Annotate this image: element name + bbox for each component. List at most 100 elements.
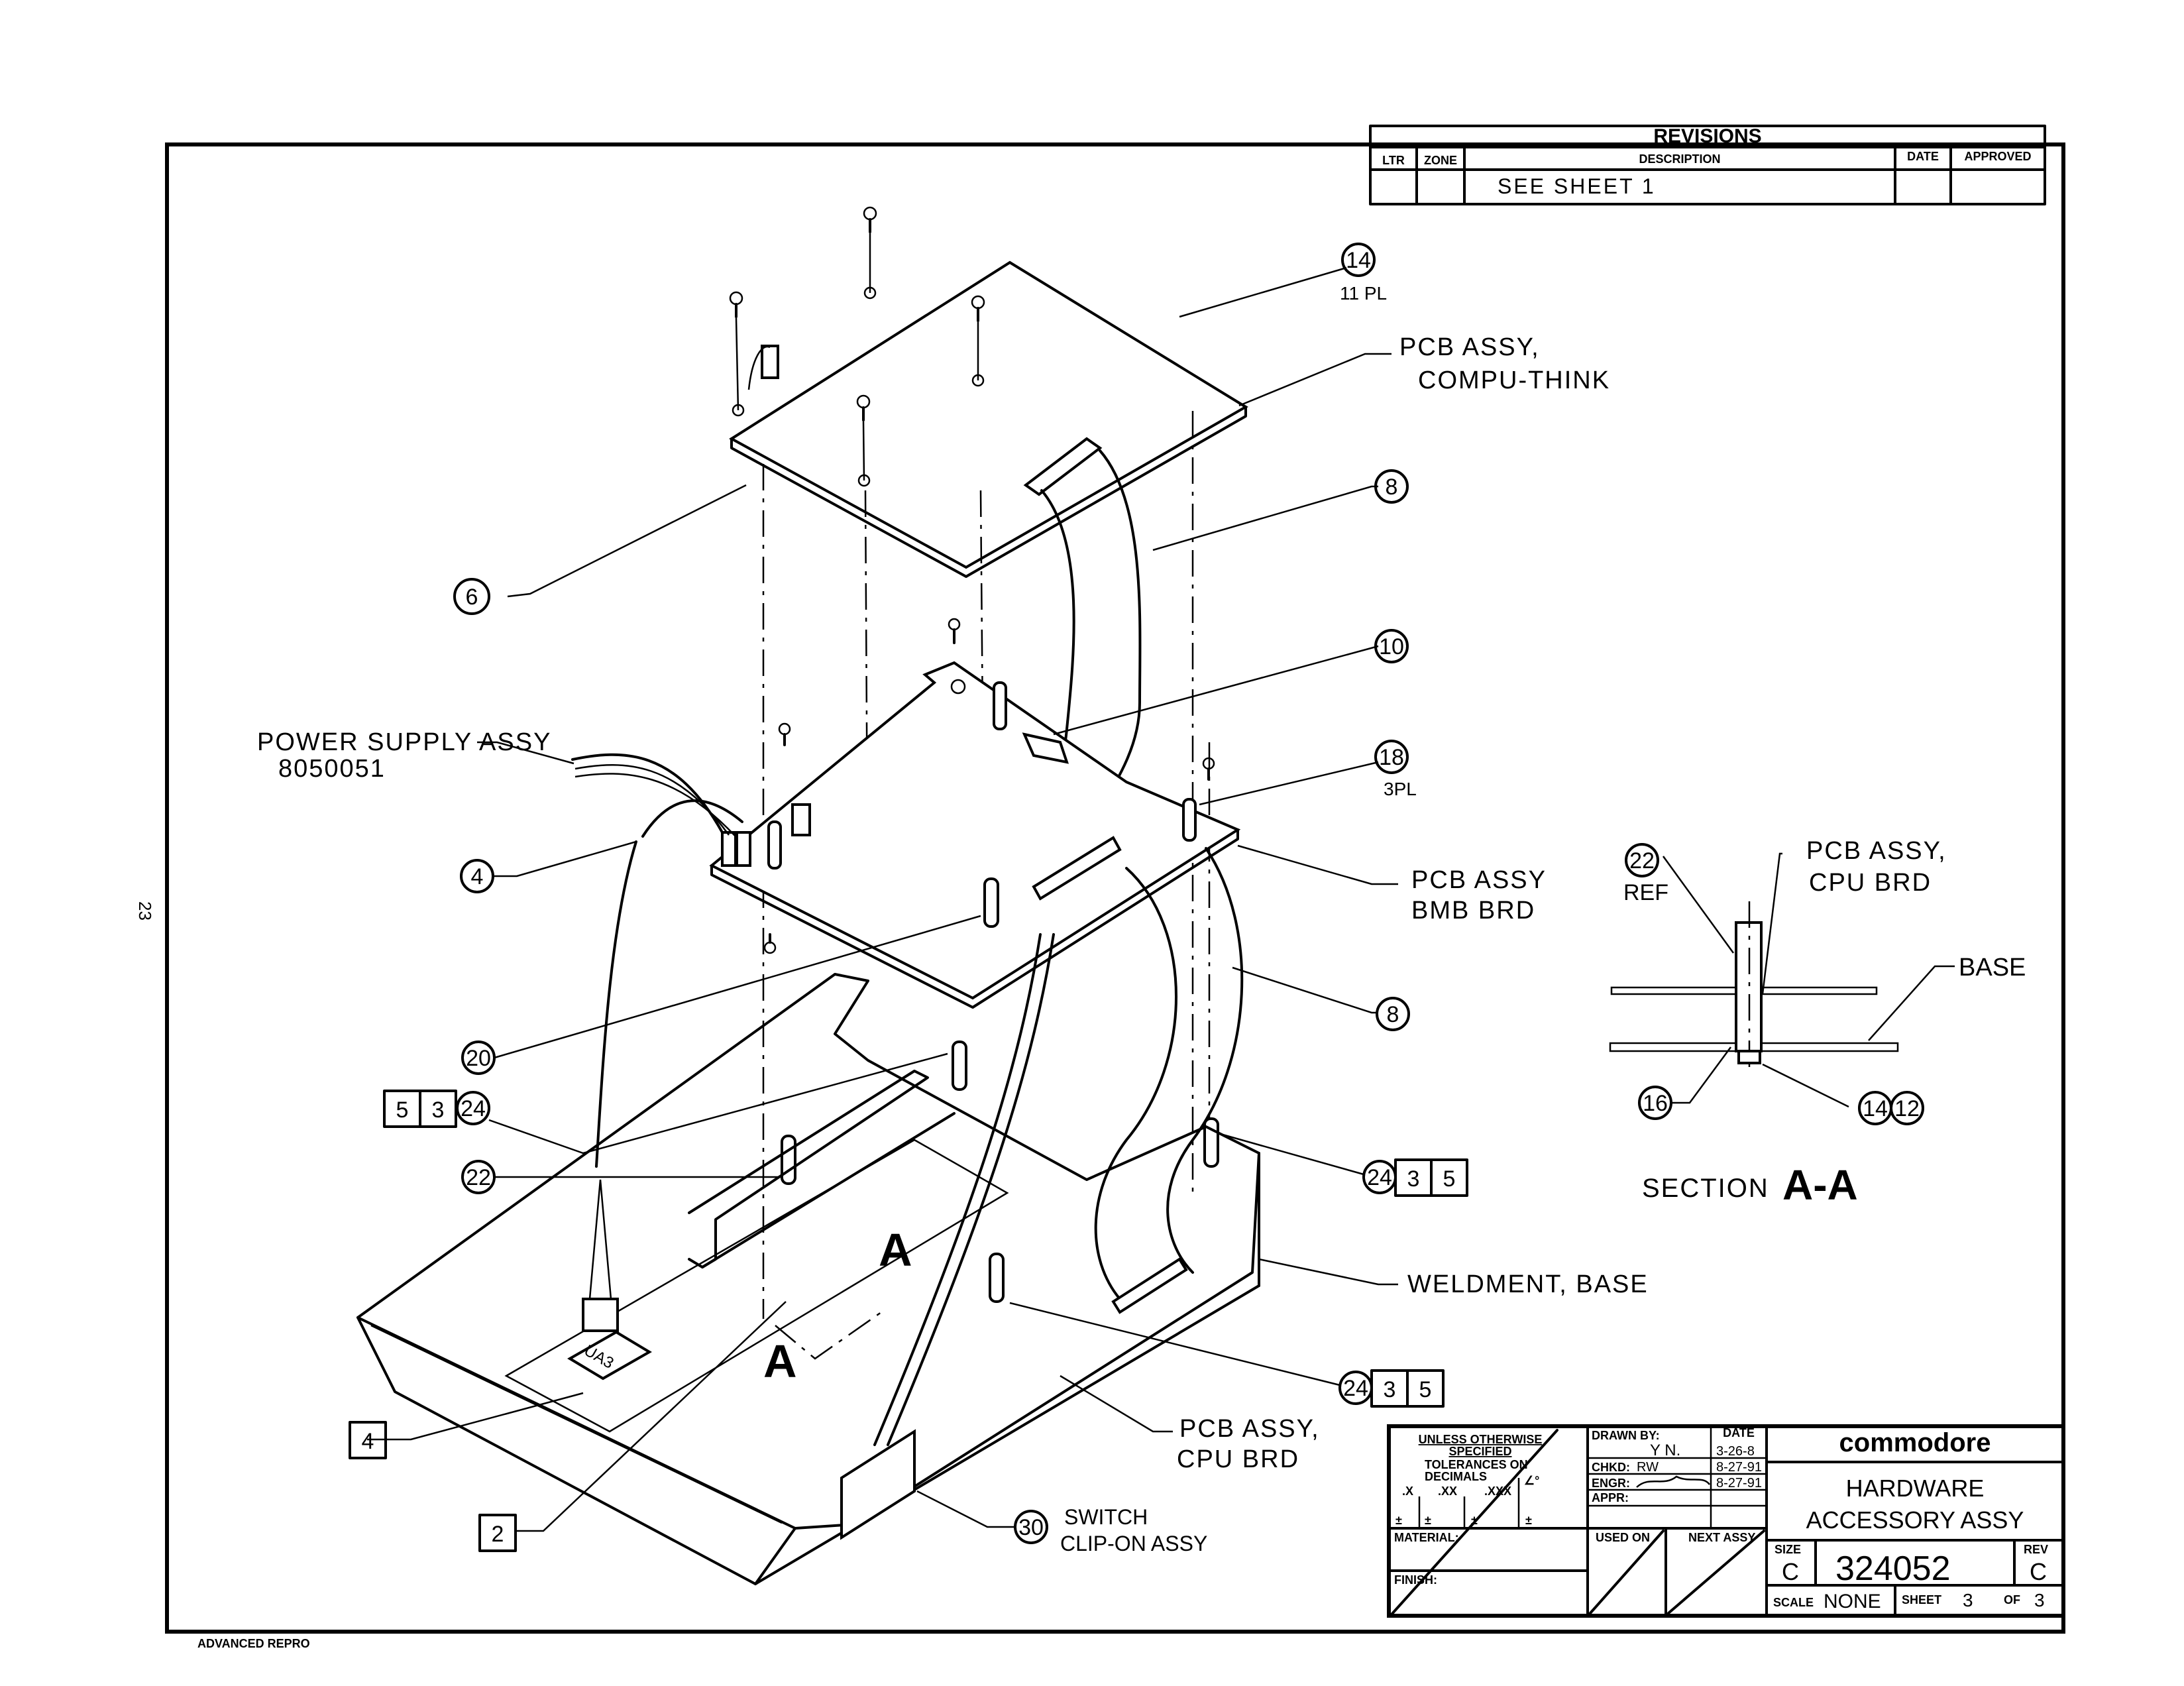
svg-text:22: 22 [466,1165,491,1190]
section-a-a-view: 22 REF PCB ASSY, CPU BRD BASE 16 14 12 S… [1609,837,2026,1209]
item-balloon [1374,629,1409,663]
find-number-box [349,1421,387,1459]
drawn-by: Y N. [1650,1441,1680,1459]
label-pcb-cpu-brd: PCB ASSY, [1179,1415,1320,1443]
checked-by: RW [1637,1460,1659,1475]
svg-text:.XX: .XX [1438,1485,1457,1498]
revisions-table: REVISIONS LTR ZONE DESCRIPTION DATE APPR… [1369,125,2046,205]
svg-text:3PL: 3PL [1384,779,1417,799]
screw-icon [729,291,743,411]
svg-text:14: 14 [1346,248,1371,273]
svg-text:∠°: ∠° [1524,1474,1539,1487]
rev-header-description: DESCRIPTION [1639,152,1720,166]
screw-icon [863,206,877,293]
revisions-title: REVISIONS [1653,125,1761,147]
rev-header-zone: ZONE [1424,154,1457,167]
rev-header-date: DATE [1907,150,1939,163]
label-weldment-base: WELDMENT, BASE [1407,1270,1649,1298]
section-title: SECTION [1642,1174,1769,1203]
standoff [989,1253,1005,1303]
svg-text:CPU BRD: CPU BRD [1809,869,1932,897]
drawing-border [165,142,2065,1634]
svg-text:3: 3 [432,1097,445,1123]
section-title-letters: A-A [1782,1161,1858,1209]
svg-text:30: 30 [1018,1515,1044,1540]
svg-text:.XXX: .XXX [1484,1485,1511,1498]
label-pcb-bmb: PCB ASSY [1411,866,1547,894]
item-balloon [461,1160,496,1194]
item-balloon [461,1040,496,1075]
date-header: DATE [1723,1426,1755,1439]
drawing-title-line2: ACCESSORY ASSY [1806,1506,2024,1534]
svg-text:±: ± [1471,1514,1478,1527]
pcb-bmb-board [709,618,1241,1009]
svg-text:14: 14 [1863,1096,1888,1121]
item-balloon [1341,243,1376,277]
svg-text:REF: REF [1623,880,1668,905]
svg-text:3: 3 [1384,1377,1396,1402]
item-balloon [1374,469,1409,504]
engineer-label: ENGR: [1592,1477,1630,1490]
svg-text:CLIP-ON ASSY: CLIP-ON ASSY [1060,1532,1207,1555]
svg-text:4: 4 [362,1429,374,1454]
svg-text:COMPU-THINK: COMPU-THINK [1418,366,1610,394]
svg-text:±: ± [1395,1514,1402,1527]
engineer-date: 8-27-91 [1716,1476,1762,1490]
svg-text:±: ± [1425,1514,1431,1527]
twisted-wire [873,933,1042,1446]
svg-text:11 PL: 11 PL [1340,283,1387,304]
drawing-title-line1: HARDWARE [1846,1475,1985,1502]
rev-header-approved: APPROVED [1964,150,2031,163]
power-supply-cable [571,753,724,834]
svg-text:BMB BRD: BMB BRD [1411,897,1535,925]
section-marker-a: A [763,1335,797,1387]
svg-text:5: 5 [1419,1377,1432,1402]
label-section-pcb: PCB ASSY, [1806,837,1947,865]
label-section-base: BASE [1959,954,2026,982]
rev-header-ltr: LTR [1382,154,1405,167]
label-switch: SWITCH [1064,1505,1148,1529]
drawn-date: 3-26-8 [1716,1444,1755,1459]
svg-text:20: 20 [466,1046,491,1071]
svg-text:5: 5 [1443,1166,1456,1192]
checked-label: CHKD: [1592,1461,1630,1474]
item-balloon [1374,740,1409,774]
svg-text:4: 4 [471,864,484,889]
finish-label: FINISH: [1394,1573,1437,1587]
material-label: MATERIAL: [1394,1531,1459,1544]
section-marker-a: A [879,1224,912,1276]
drawn-by-label: DRAWN BY: [1592,1429,1660,1442]
svg-text:24: 24 [461,1096,486,1121]
svg-text:SPECIFIED: SPECIFIED [1448,1445,1511,1458]
svg-text:8: 8 [1386,475,1398,500]
svg-text:8: 8 [1387,1002,1399,1027]
svg-text:24: 24 [1367,1165,1392,1190]
find-number-box [1430,1158,1468,1197]
svg-text:16: 16 [1643,1091,1668,1116]
svg-text:DECIMALS: DECIMALS [1425,1470,1487,1483]
standoff [983,877,999,928]
approved-label: APPR: [1592,1491,1629,1504]
item-balloon [453,578,490,615]
sheet-label: SHEET [1902,1593,1941,1606]
label-pcb-compu-think: PCB ASSY, [1399,333,1540,361]
standoff [952,1040,967,1091]
item-balloon [456,1091,490,1125]
svg-text:8050051: 8050051 [278,755,386,783]
printer-mark: ADVANCED REPRO [197,1637,310,1650]
ribbon-cable [1094,867,1177,1300]
label-power-supply: POWER SUPPLY ASSY [257,728,551,756]
screw-icon [971,295,985,380]
scale-value: NONE [1824,1591,1881,1612]
engineer-signature [1636,1475,1711,1488]
item-balloon [1376,997,1410,1031]
pcb-compu-think [729,260,1248,578]
rev-row-description: SEE SHEET 1 [1498,174,1656,198]
screws-top [729,206,985,481]
of-label: OF [2004,1593,2020,1606]
callouts: 14 11 PL PCB ASSY, COMPU-THINK 6 8 10 PO… [257,243,1649,1555]
svg-text:5: 5 [396,1097,409,1123]
scale-label: SCALE [1773,1596,1814,1609]
svg-text:3: 3 [1407,1166,1420,1192]
used-on-label: USED ON [1596,1531,1650,1544]
